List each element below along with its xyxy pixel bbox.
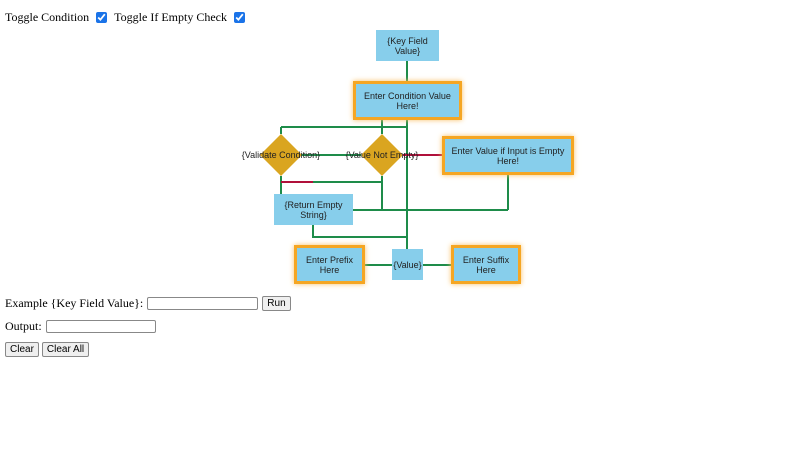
toggle-row: Toggle Condition Toggle If Empty Check — [5, 10, 248, 25]
if-empty-node[interactable]: Enter Value if Input is Empty Here! — [442, 136, 574, 175]
prefix-node[interactable]: Enter Prefix Here — [294, 245, 365, 284]
clear-button[interactable]: Clear — [5, 342, 39, 357]
clear-all-button[interactable]: Clear All — [41, 342, 90, 357]
connector — [280, 61, 509, 266]
condition-node[interactable]: Enter Condition Value Here! — [353, 81, 462, 120]
run-button[interactable]: Run — [262, 296, 291, 311]
output-label: Output: — [5, 319, 42, 333]
example-input[interactable] — [147, 297, 259, 310]
toggle-condition-checkbox[interactable] — [96, 12, 108, 23]
not-empty-label: {Value Not Empty} — [345, 150, 419, 160]
example-label: Example {Key Field Value}: — [5, 296, 144, 310]
false-connector — [281, 154, 444, 183]
validate-label: {Validate Condition} — [241, 150, 321, 160]
not-empty-diamond — [361, 134, 403, 176]
toggle-condition-label: Toggle Condition — [5, 10, 90, 24]
output-field[interactable] — [45, 320, 156, 333]
toggle-empty-checkbox[interactable] — [233, 12, 245, 23]
suffix-node[interactable]: Enter Suffix Here — [451, 245, 521, 284]
return-empty-node[interactable]: {Return Empty String} — [274, 194, 353, 225]
value-node[interactable]: {Value} — [392, 249, 423, 280]
validate-diamond — [260, 134, 302, 176]
clear-row: Clear Clear All — [5, 342, 90, 357]
output-row: Output: — [5, 319, 156, 334]
key-field-node[interactable]: {Key Field Value} — [376, 30, 439, 61]
example-row: Example {Key Field Value}: Run — [5, 296, 291, 311]
toggle-empty-label: Toggle If Empty Check — [114, 10, 227, 24]
